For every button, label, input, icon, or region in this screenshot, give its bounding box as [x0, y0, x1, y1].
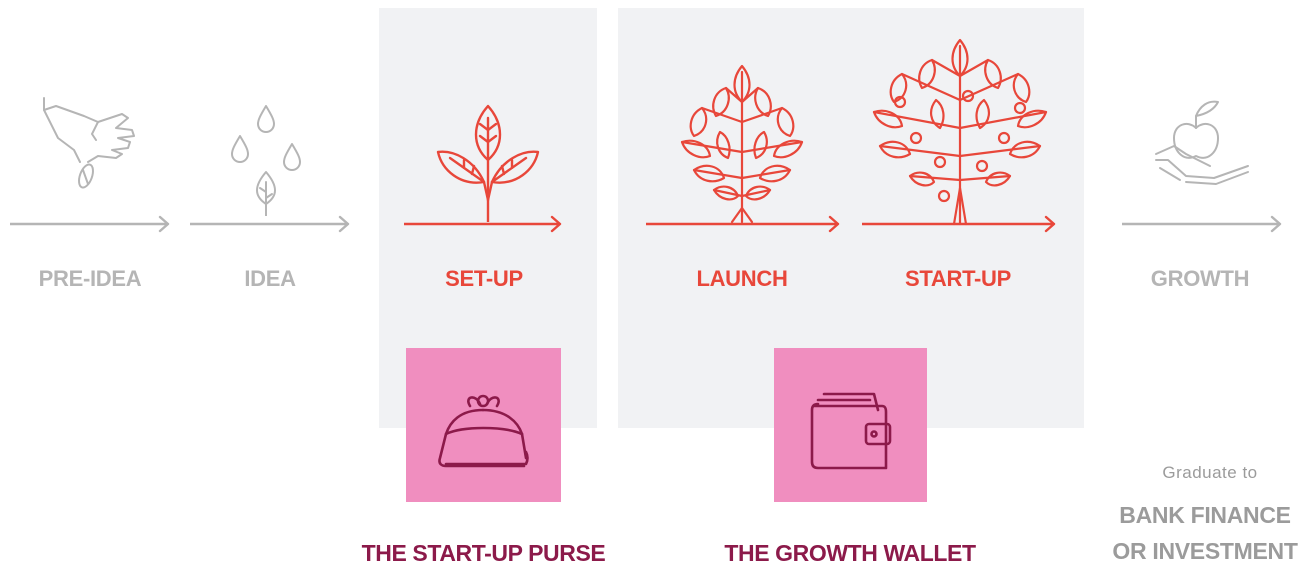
stage-label-growth: GROWTH [1150, 266, 1250, 291]
start-up-purse-box [406, 348, 561, 502]
idea-arrow [190, 215, 350, 233]
graduate-prefix: Graduate to [1162, 463, 1258, 482]
launch-arrow [646, 215, 840, 233]
set-up-arrow [404, 215, 562, 233]
stage-label-idea: IDEA [244, 266, 296, 291]
stage-label-start-up: START-UP [905, 266, 1011, 291]
growth-wallet-box [774, 348, 927, 502]
wallet-icon [810, 392, 892, 470]
stage-label-launch: LAUNCH [696, 266, 788, 291]
start-up-arrow [862, 215, 1056, 233]
fruit-tree-icon [872, 38, 1048, 226]
growth-wallet-title: THE GROWTH WALLET [724, 540, 976, 566]
bush-icon [680, 64, 804, 224]
water-drops-sprout-icon [231, 105, 301, 216]
hand-holding-apple-icon [1155, 100, 1249, 185]
stage-label-pre-idea: PRE-IDEA [38, 266, 142, 291]
graduate-line-investment: OR INVESTMENT [1112, 538, 1298, 564]
seedling-icon [436, 104, 540, 222]
hand-planting-seed-icon [43, 97, 135, 189]
start-up-purse-title: THE START-UP PURSE [361, 540, 606, 566]
growth-arrow [1122, 215, 1282, 233]
purse-icon [438, 394, 529, 468]
stage-label-set-up: SET-UP [445, 266, 523, 291]
graduate-line-bank-finance: BANK FINANCE [1119, 502, 1291, 528]
pre-idea-arrow [10, 215, 170, 233]
